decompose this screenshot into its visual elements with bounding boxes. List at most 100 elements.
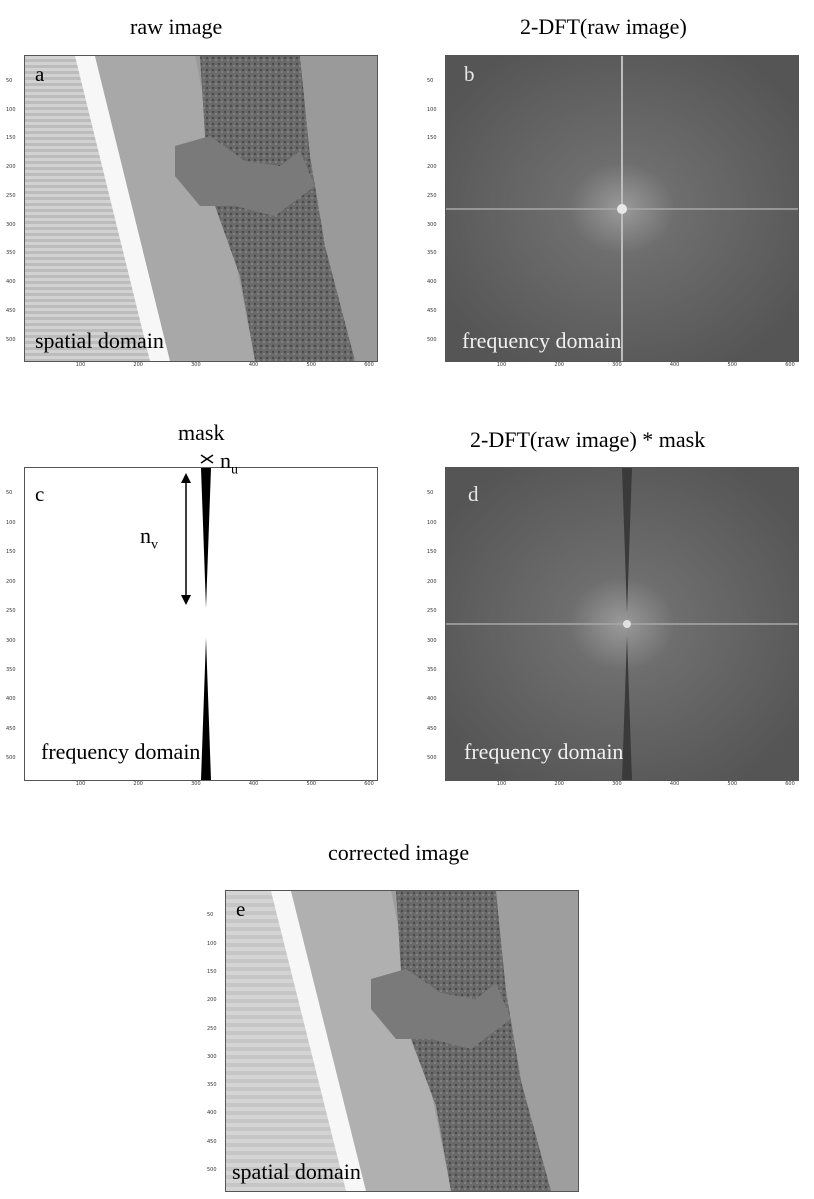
panel-a-ytick: 250	[6, 192, 16, 199]
panel-c-ytick: 500	[6, 755, 16, 762]
panel-b-ytick: 250	[427, 192, 437, 199]
panel-c-ytick: 250	[6, 608, 16, 615]
panel-d-ytick: 100	[427, 519, 437, 526]
panel-e-ytick: 350	[207, 1082, 217, 1089]
panel-a-ytick: 400	[6, 279, 16, 286]
panel-d-caption: frequency domain	[464, 739, 624, 764]
panel-b-image	[446, 56, 798, 361]
panel-e-ytick: 300	[207, 1053, 217, 1060]
panel-d-ytick: 350	[427, 667, 437, 674]
panel-b-title: 2-DFT(raw image)	[520, 14, 687, 39]
panel-c-letter: c	[35, 482, 45, 506]
panel-e-ytick: 50	[207, 912, 214, 919]
panel-a-ytick: 150	[6, 135, 16, 142]
panel-a-ytick: 100	[6, 106, 16, 113]
panel-d-xtick: 500	[727, 781, 738, 787]
panel-a-xtick: 400	[248, 362, 259, 368]
nu-label: nu	[220, 448, 238, 478]
panel-c-ytick: 450	[6, 725, 16, 732]
panel-e-ytick: 100	[207, 940, 217, 947]
panel-e-ytick: 150	[207, 968, 217, 975]
panel-e-ytick: 500	[207, 1167, 217, 1174]
panel-d-letter: d	[468, 482, 479, 506]
panel-c-xtick: 300	[191, 781, 201, 787]
panel-b-xtick: 600	[785, 362, 795, 368]
panel-c-title: mask	[178, 420, 225, 445]
panel-e-caption: spatial domain	[232, 1159, 361, 1184]
panel-a-xtick: 500	[306, 362, 317, 368]
panel-a-ytick: 450	[6, 307, 16, 314]
panel-b-ytick: 300	[427, 221, 437, 228]
panel-b-xtick: 100	[496, 362, 507, 368]
panel-c-mask	[25, 468, 377, 780]
panel-d-ytick: 450	[427, 725, 437, 732]
panel-c-xtick: 500	[306, 781, 317, 787]
panel-d-plot: d frequency domain	[445, 467, 799, 781]
panel-e-plot: e spatial domain	[225, 890, 579, 1192]
panel-a-ytick: 300	[6, 221, 16, 228]
panel-e-ytick: 200	[207, 997, 217, 1004]
panel-c-xtick: 600	[364, 781, 374, 787]
panel-d-xtick: 600	[785, 781, 795, 787]
panel-c-ytick: 400	[6, 696, 16, 703]
panel-c-xtick: 100	[75, 781, 86, 787]
panel-e-ytick: 450	[207, 1138, 217, 1145]
panel-c-caption: frequency domain	[41, 739, 201, 764]
panel-b-xtick: 400	[669, 362, 680, 368]
panel-a-xtick: 600	[364, 362, 374, 368]
panel-b-plot: b frequency domain	[445, 55, 799, 362]
panel-c-ytick: 350	[6, 667, 16, 674]
panel-b-ytick: 400	[427, 279, 437, 286]
panel-a-ytick: 50	[6, 77, 13, 84]
panel-b-ytick: 100	[427, 106, 437, 113]
nv-label: nv	[140, 523, 158, 553]
panel-b-caption: frequency domain	[462, 328, 622, 353]
panel-e-letter: e	[236, 897, 246, 921]
panel-b-ytick: 450	[427, 307, 437, 314]
panel-a-letter: a	[35, 62, 45, 86]
panel-a-image	[25, 56, 377, 361]
panel-a-xtick: 200	[133, 362, 143, 368]
panel-a-xtick: 100	[75, 362, 86, 368]
panel-d-xtick: 400	[669, 781, 680, 787]
panel-a-xtick: 300	[191, 362, 201, 368]
panel-d-xtick: 300	[612, 781, 622, 787]
panel-a-caption: spatial domain	[35, 328, 164, 353]
panel-d-ytick: 250	[427, 608, 437, 615]
panel-d-xtick: 100	[496, 781, 507, 787]
panel-c-ytick: 50	[6, 490, 13, 497]
panel-e-ytick: 250	[207, 1025, 217, 1032]
panel-d-title: 2-DFT(raw image) * mask	[470, 427, 706, 452]
panel-a-plot: a spatial domain	[24, 55, 378, 362]
panel-e-title: corrected image	[328, 840, 470, 865]
panel-a-title: raw image	[130, 14, 223, 39]
panel-b-ytick: 500	[427, 336, 437, 343]
panel-d-ytick: 150	[427, 549, 437, 556]
panel-a-ytick: 500	[6, 336, 16, 343]
panel-a-ytick: 350	[6, 250, 16, 257]
panel-c-xtick: 400	[248, 781, 259, 787]
panel-b-letter: b	[464, 62, 475, 86]
panel-b-ytick: 350	[427, 250, 437, 257]
panel-c-xtick: 200	[133, 781, 143, 787]
panel-d-ytick: 200	[427, 578, 437, 585]
panel-c-ytick: 100	[6, 519, 16, 526]
panel-e-image	[226, 891, 578, 1191]
panel-b-xtick: 500	[727, 362, 738, 368]
panel-c-ytick: 300	[6, 637, 16, 644]
panel-d-ytick: 500	[427, 755, 437, 762]
panel-c-ytick: 150	[6, 549, 16, 556]
panel-a-ytick: 200	[6, 164, 16, 171]
panel-b-ytick: 150	[427, 135, 437, 142]
panel-b-xtick: 300	[612, 362, 622, 368]
panel-d-image	[446, 468, 798, 780]
panel-d-xtick: 200	[554, 781, 564, 787]
panel-b-ytick: 50	[427, 77, 434, 84]
panel-c-plot: c frequency domain	[24, 467, 378, 781]
panel-c-ytick: 200	[6, 578, 16, 585]
panel-e-ytick: 400	[207, 1110, 217, 1117]
panel-d-ytick: 400	[427, 696, 437, 703]
panel-b-ytick: 200	[427, 164, 437, 171]
panel-d-ytick: 50	[427, 490, 434, 497]
panel-b-xtick: 200	[554, 362, 564, 368]
